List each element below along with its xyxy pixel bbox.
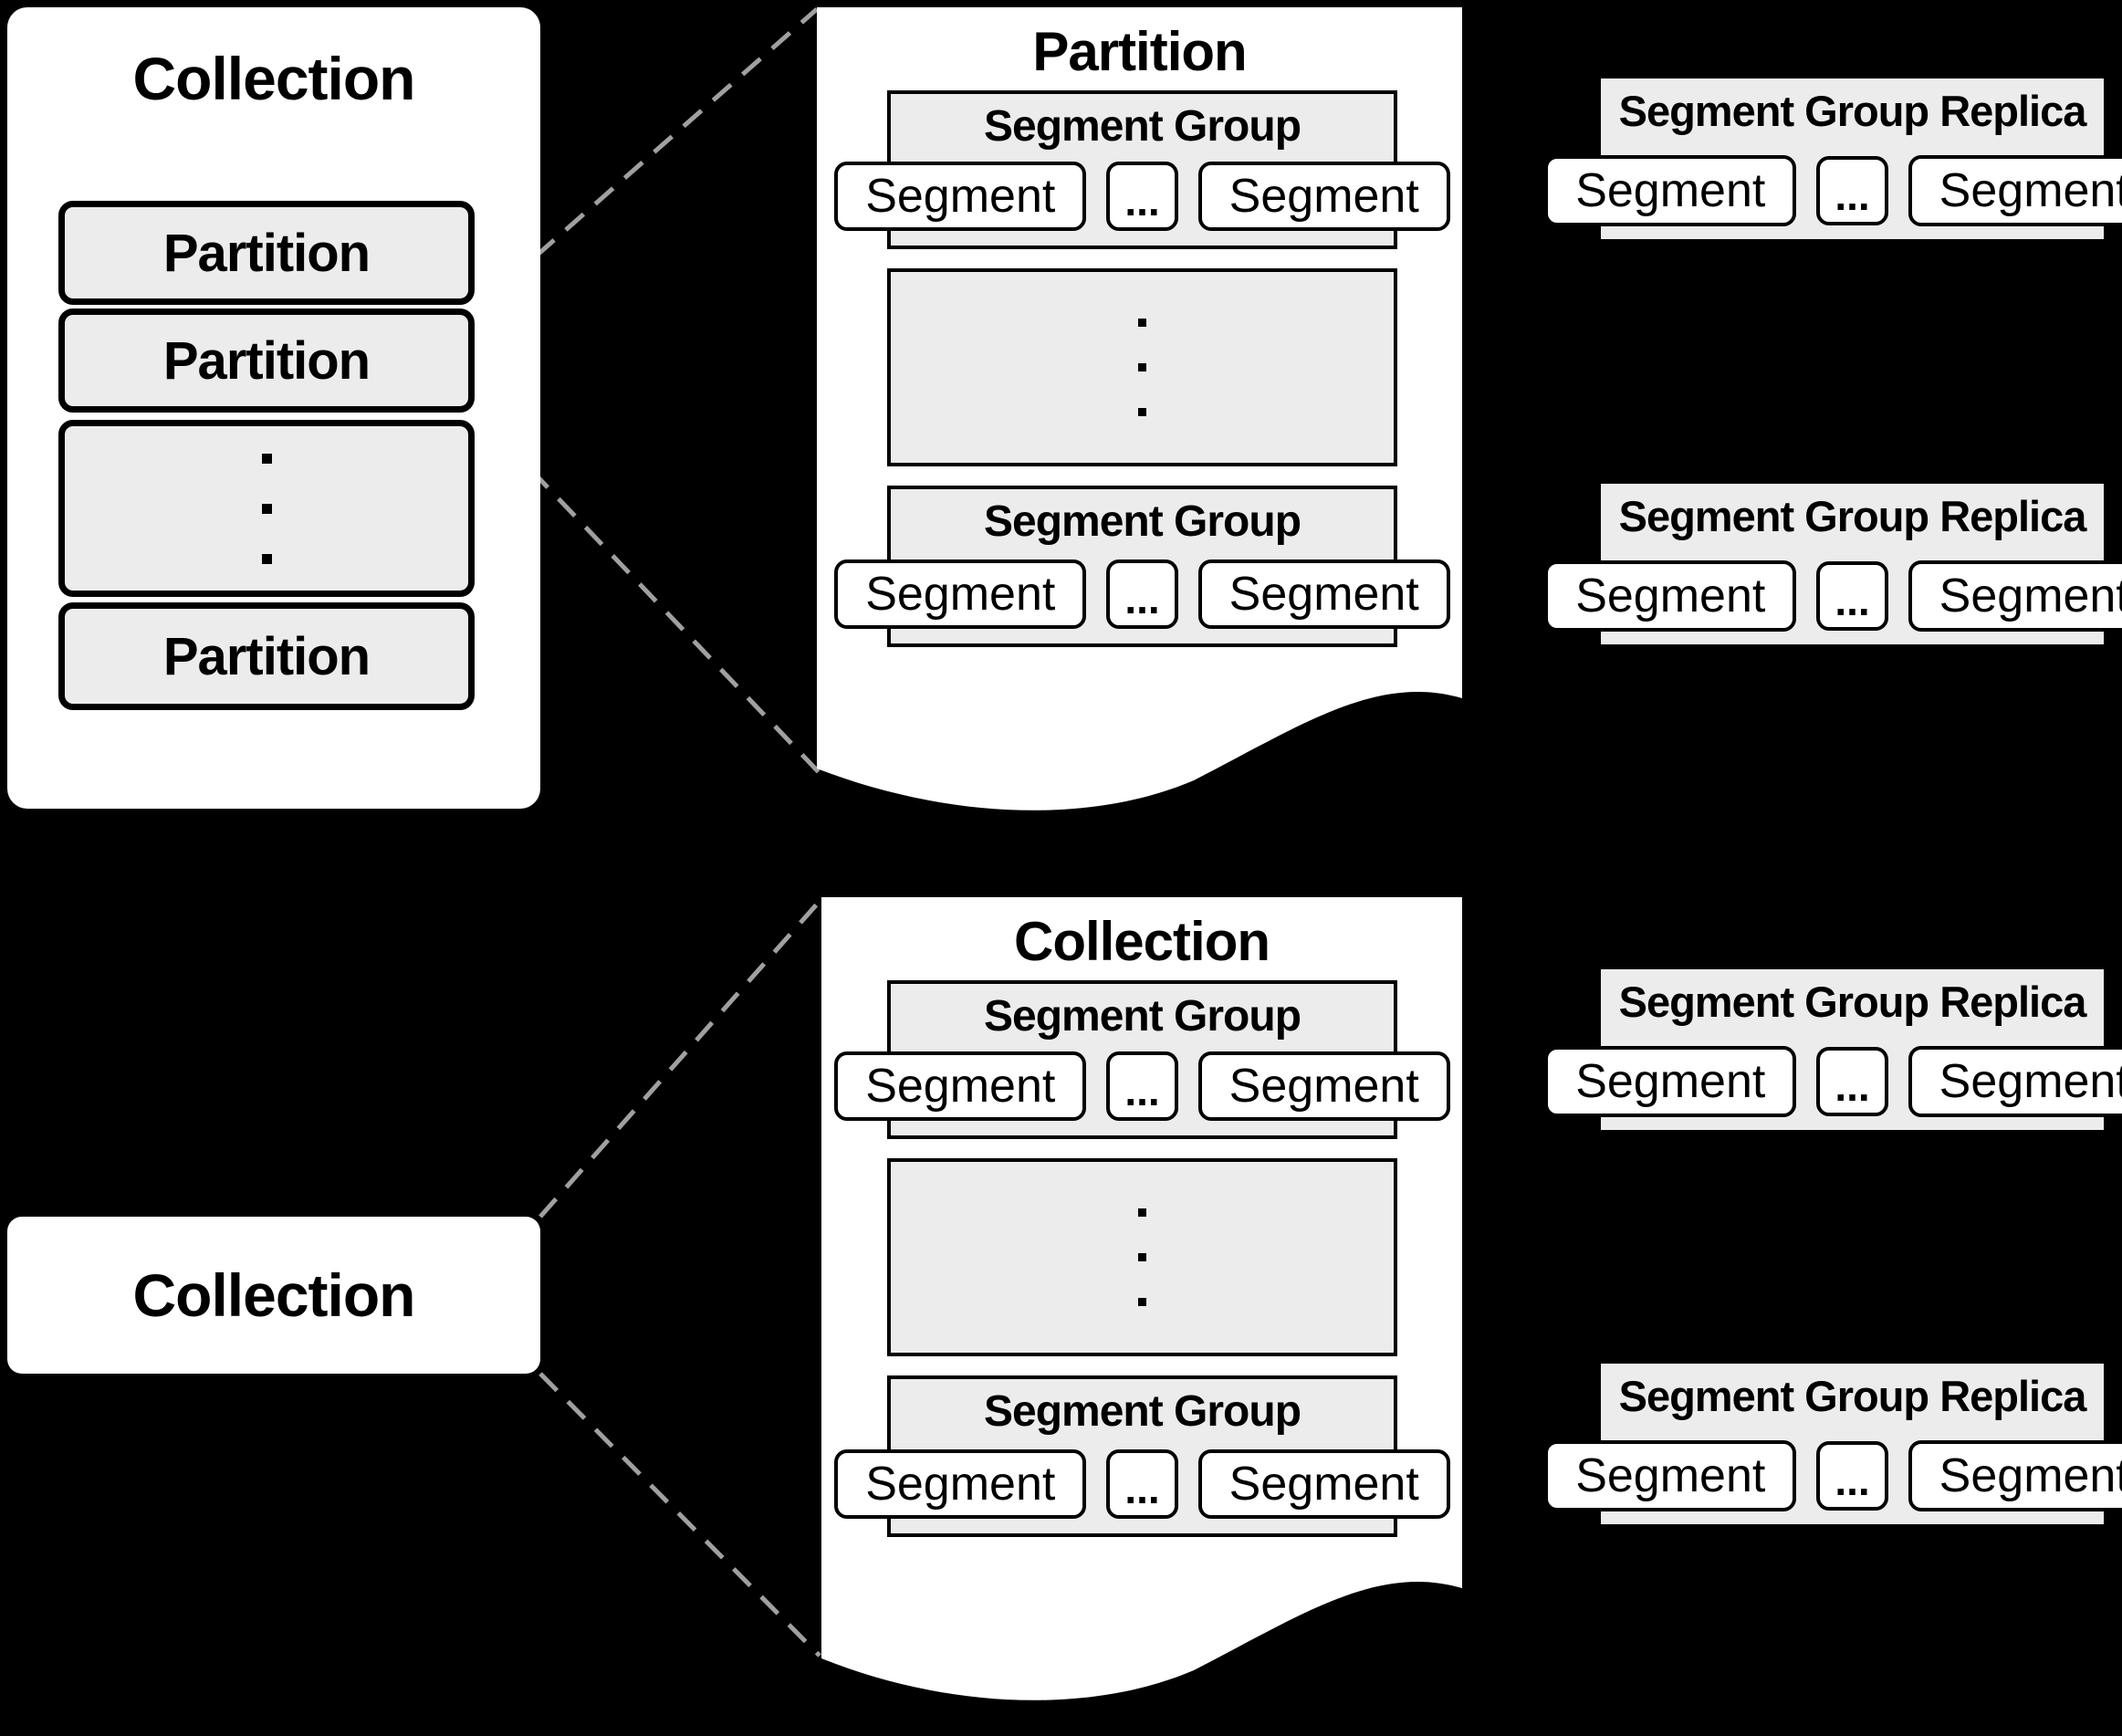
segment-row: Segment ... Segment — [1544, 560, 2122, 632]
segment-group-box: Segment Group Segment ... Segment — [834, 1375, 1450, 1537]
segment-group-replica-title: Segment Group Replica — [1618, 978, 2087, 1026]
segment-box: Segment — [1544, 1440, 1797, 1511]
segment-box: Segment — [1197, 559, 1450, 629]
ellipsis-box: ... — [1106, 1051, 1178, 1121]
segment-row: Segment ... Segment — [834, 1449, 1450, 1519]
partition-row: Partition — [58, 309, 475, 413]
segment-row: Segment ... Segment — [1544, 1440, 2122, 1511]
segment-box: Segment — [1544, 560, 1797, 632]
partition-row-label: Partition — [162, 626, 371, 686]
segment-box: Segment — [1544, 1046, 1797, 1117]
collection-card: Collection Partition Partition Partition — [7, 7, 540, 809]
segment-group-box: Segment Group Segment ... Segment — [834, 980, 1450, 1139]
segment-group-box: Segment Group Segment ... Segment — [834, 90, 1450, 249]
segment-box: Segment — [1197, 1051, 1450, 1121]
segment-box: Segment — [1197, 1449, 1450, 1519]
segment-group-replica-title: Segment Group Replica — [1618, 87, 2087, 135]
segment-group-replica: Segment Group Replica Segment ... Segmen… — [1544, 484, 2122, 644]
segment-row: Segment ... Segment — [834, 1051, 1450, 1121]
segment-group-ellipsis-box — [887, 1158, 1397, 1356]
segment-group-replica: Segment Group Replica Segment ... Segmen… — [1544, 78, 2122, 239]
ellipsis-box: ... — [1816, 561, 1888, 631]
segment-box: Segment — [1908, 1046, 2122, 1117]
segment-box: Segment — [1908, 1440, 2122, 1511]
segment-box: Segment — [1908, 560, 2122, 632]
segment-box: Segment — [1197, 162, 1450, 231]
connector-dashed-line — [476, 7, 819, 309]
partition-row: Partition — [58, 602, 475, 710]
collection-page: Collection Segment Group Segment ... Seg… — [821, 897, 1462, 1682]
segment-group-title: Segment Group — [983, 992, 1301, 1041]
segment-group-ellipsis-box — [887, 268, 1397, 466]
segment-group-title: Segment Group — [983, 102, 1301, 151]
segment-group-box: Segment Group Segment ... Segment — [834, 486, 1450, 647]
segment-box: Segment — [834, 559, 1087, 629]
vertical-ellipsis-icon — [65, 426, 468, 591]
partition-ellipsis-row — [58, 420, 475, 597]
ellipsis-box: ... — [1106, 559, 1178, 629]
segment-box: Segment — [1544, 155, 1797, 226]
ellipsis-box: ... — [1106, 162, 1178, 231]
ellipsis-box: ... — [1816, 156, 1888, 225]
partition-row: Partition — [58, 201, 475, 305]
segment-group-replica-title: Segment Group Replica — [1618, 1372, 2087, 1420]
partition-page: Partition Segment Group Segment ... Segm… — [817, 7, 1462, 792]
collection-page-title: Collection — [1013, 911, 1270, 972]
collection-card-title: Collection — [132, 45, 415, 112]
segment-group-replica: Segment Group Replica Segment ... Segmen… — [1544, 969, 2122, 1130]
collection-box: Collection — [7, 1217, 540, 1374]
partition-row-label: Partition — [162, 330, 371, 391]
segment-box: Segment — [834, 1449, 1087, 1519]
segment-box: Segment — [834, 162, 1087, 231]
segment-box: Segment — [1908, 155, 2122, 226]
partition-page-title: Partition — [1032, 21, 1247, 82]
segment-group-title: Segment Group — [983, 497, 1301, 546]
ellipsis-box: ... — [1106, 1449, 1178, 1519]
connector-dashed-line — [538, 1372, 821, 1658]
ellipsis-box: ... — [1816, 1047, 1888, 1116]
partition-row-label: Partition — [162, 223, 371, 283]
segment-group-replica: Segment Group Replica Segment ... Segmen… — [1544, 1364, 2122, 1524]
segment-box: Segment — [834, 1051, 1087, 1121]
segment-group-replica-title: Segment Group Replica — [1618, 492, 2087, 540]
segment-group-title: Segment Group — [983, 1387, 1301, 1436]
ellipsis-box: ... — [1816, 1441, 1888, 1511]
connector-dashed-line — [538, 897, 823, 1218]
segment-row: Segment ... Segment — [1544, 155, 2122, 226]
segment-row: Segment ... Segment — [834, 162, 1450, 231]
segment-row: Segment ... Segment — [1544, 1046, 2122, 1117]
vertical-ellipsis-icon — [891, 272, 1394, 463]
vertical-ellipsis-icon — [891, 1162, 1394, 1353]
segment-row: Segment ... Segment — [834, 559, 1450, 629]
collection-box-title: Collection — [132, 1261, 415, 1329]
